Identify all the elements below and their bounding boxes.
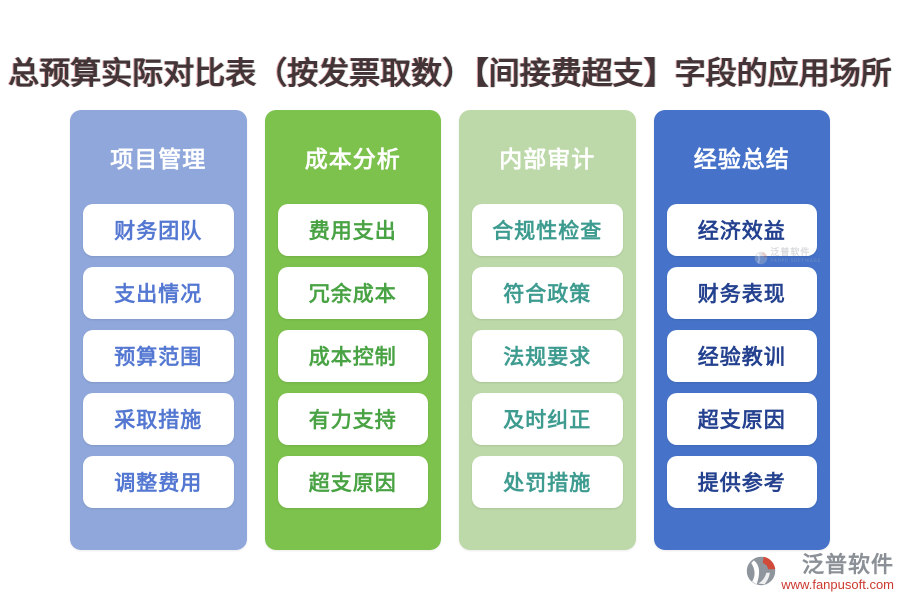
field-card-label: 合规性检查 — [492, 219, 603, 243]
field-card-label: 冗余成本 — [308, 282, 397, 306]
field-card-label: 符合政策 — [503, 282, 592, 306]
field-card: 支出情况 — [83, 267, 234, 319]
column-header: 成本分析 — [304, 147, 401, 172]
field-card: 提供参考 — [666, 456, 817, 508]
field-card-label: 费用支出 — [308, 219, 397, 243]
field-card-label: 超支原因 — [308, 471, 397, 495]
card-list: 经济效益 泛普软件 FANPU SOFTWARE 财务表现 经验教训 超支原因 … — [654, 204, 831, 508]
columns-container: 项目管理 财务团队 支出情况 预算范围 采取措施 调整费用 成本分析 费用支出 … — [70, 110, 830, 550]
watermark-subtext: FANPU SOFTWARE — [770, 259, 821, 264]
field-card: 财务团队 — [83, 204, 234, 256]
column-header: 项目管理 — [110, 147, 207, 172]
column-internal-audit: 内部审计 合规性检查 符合政策 法规要求 及时纠正 处罚措施 — [459, 110, 636, 550]
field-card-label: 处罚措施 — [503, 471, 592, 495]
field-card-label: 调整费用 — [114, 471, 203, 495]
field-card-label: 财务表现 — [697, 282, 786, 306]
fanpu-logo-icon — [747, 556, 776, 586]
field-card-label: 及时纠正 — [503, 408, 592, 432]
field-card-label: 超支原因 — [697, 408, 786, 432]
field-card: 调整费用 — [83, 456, 234, 508]
field-card: 费用支出 — [277, 204, 428, 256]
card-list: 财务团队 支出情况 预算范围 采取措施 调整费用 — [70, 204, 247, 508]
field-card: 有力支持 — [277, 393, 428, 445]
fanpu-logo-icon — [755, 251, 768, 265]
field-card: 超支原因 — [277, 456, 428, 508]
field-card: 超支原因 — [666, 393, 817, 445]
field-card: 及时纠正 — [472, 393, 623, 445]
page-title: 总预算实际对比表（按发票取数）【间接费超支】字段的应用场所 — [8, 56, 892, 91]
column-project-management: 项目管理 财务团队 支出情况 预算范围 采取措施 调整费用 — [70, 110, 247, 550]
field-card-label: 法规要求 — [503, 345, 592, 369]
field-card: 财务表现 — [666, 267, 817, 319]
brand-name: 泛普软件 — [801, 552, 894, 577]
footer-logo: 泛普软件 www.fanpusoft.com — [745, 553, 894, 592]
field-card-label: 经济效益 — [697, 219, 786, 243]
field-card: 处罚措施 — [472, 456, 623, 508]
field-card: 经济效益 泛普软件 FANPU SOFTWARE — [666, 204, 821, 265]
footer-text: 泛普软件 www.fanpusoft.com — [781, 552, 894, 593]
field-card: 预算范围 — [83, 330, 234, 382]
field-card: 成本控制 — [277, 330, 428, 382]
field-card: 采取措施 — [83, 393, 234, 445]
field-card: 法规要求 — [472, 330, 623, 382]
field-card: 合规性检查 — [472, 204, 623, 256]
field-card-label: 预算范围 — [114, 345, 203, 369]
card-list: 合规性检查 符合政策 法规要求 及时纠正 处罚措施 — [459, 204, 636, 508]
card-list: 费用支出 冗余成本 成本控制 有力支持 超支原因 — [265, 204, 442, 508]
watermark-brand: 泛普软件 — [770, 247, 811, 257]
column-header: 内部审计 — [499, 147, 596, 172]
column-cost-analysis: 成本分析 费用支出 冗余成本 成本控制 有力支持 超支原因 — [264, 110, 442, 550]
field-card: 冗余成本 — [277, 267, 428, 319]
field-card: 符合政策 — [472, 267, 623, 319]
field-card-label: 有力支持 — [308, 408, 397, 432]
field-card-label: 支出情况 — [114, 282, 203, 306]
watermark-logo: 泛普软件 FANPU SOFTWARE — [754, 248, 821, 266]
field-card-label: 财务团队 — [114, 219, 203, 243]
field-card-label: 成本控制 — [308, 345, 397, 369]
field-card-label: 采取措施 — [114, 408, 203, 432]
field-card-label: 经验教训 — [697, 345, 786, 369]
field-card-label: 提供参考 — [697, 471, 786, 495]
column-header: 经验总结 — [693, 147, 790, 172]
field-card: 经验教训 — [666, 330, 817, 382]
column-experience-summary: 经验总结 经济效益 泛普软件 FANPU SOFTWARE 财务表现 经 — [653, 110, 831, 550]
website-url: www.fanpusoft.com — [781, 577, 894, 592]
